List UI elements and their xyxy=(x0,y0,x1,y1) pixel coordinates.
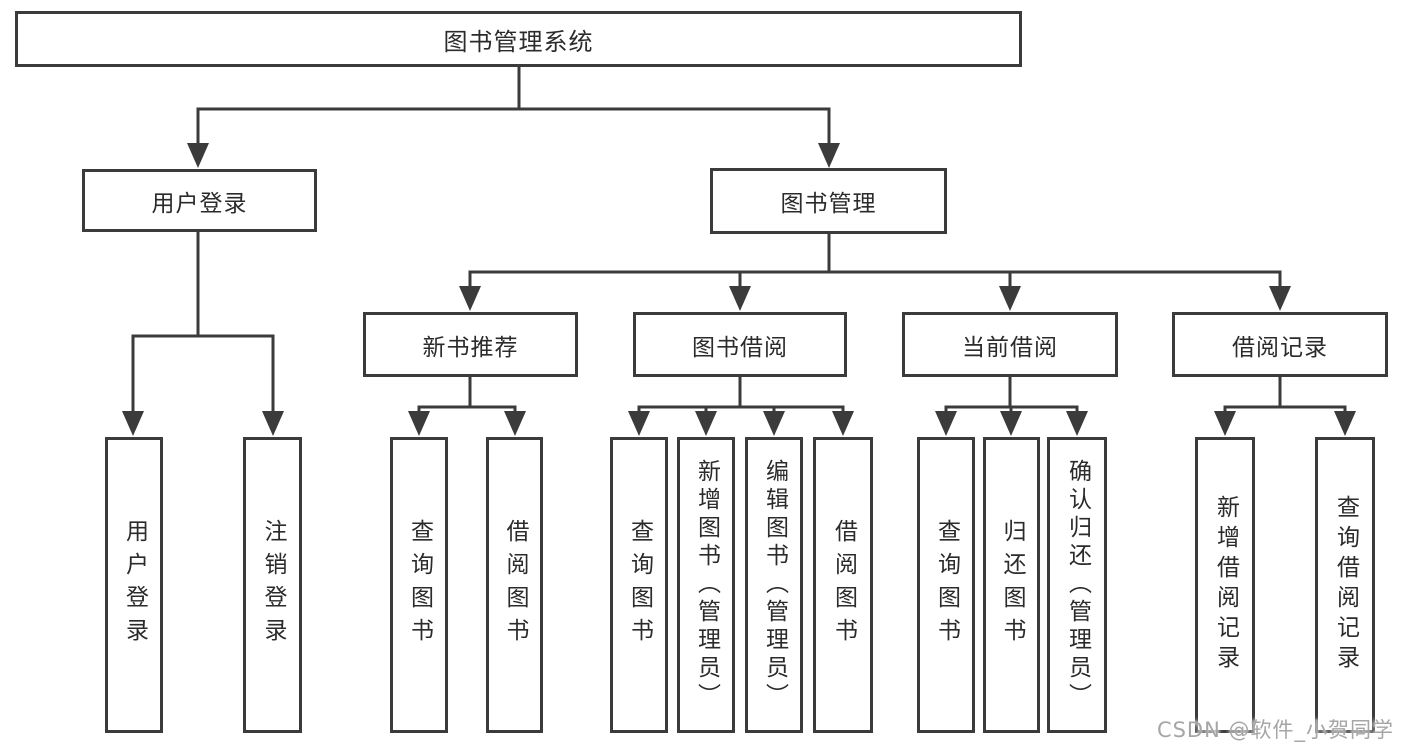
leaf-query-books-borrow: 查询图书 xyxy=(610,437,668,733)
csdn-watermark: CSDN @软件_小贺同学 xyxy=(1156,718,1394,742)
leaf-label: 确认归还（管理员） xyxy=(1064,459,1091,711)
node-book-management: 图书管理 xyxy=(710,168,947,234)
leaf-borrow-books-recommend: 借阅图书 xyxy=(486,437,543,733)
leaf-query-borrow-record: 查询借阅记录 xyxy=(1315,437,1375,733)
node-new-book-recommendation: 新书推荐 xyxy=(363,312,578,377)
leaf-label: 借阅图书 xyxy=(502,519,528,651)
arrow-down-icons xyxy=(122,143,1356,436)
leaf-label: 查询借阅记录 xyxy=(1332,495,1359,675)
leaf-label: 新增借阅记录 xyxy=(1212,495,1239,675)
node-current-borrowing: 当前借阅 xyxy=(902,312,1118,377)
node-borrowing-records: 借阅记录 xyxy=(1172,312,1388,377)
leaf-return-books: 归还图书 xyxy=(983,437,1040,733)
leaf-label: 编辑图书（管理员） xyxy=(761,459,788,711)
leaf-label: 查询图书 xyxy=(406,519,433,651)
leaf-borrow-books: 借阅图书 xyxy=(813,437,873,733)
leaf-label: 借阅图书 xyxy=(830,519,857,651)
leaf-label: 查询图书 xyxy=(626,519,653,651)
leaf-logout: 注销登录 xyxy=(243,437,302,733)
leaf-label: 查询图书 xyxy=(933,519,960,651)
leaf-add-borrow-record: 新增借阅记录 xyxy=(1195,437,1255,733)
leaf-label: 用户登录 xyxy=(121,519,148,651)
node-book-borrowing: 图书借阅 xyxy=(633,312,847,377)
node-library-management-system: 图书管理系统 xyxy=(15,11,1022,67)
leaf-label: 注销登录 xyxy=(260,519,286,651)
leaf-label: 新增图书（管理员） xyxy=(693,459,720,711)
node-user-login: 用户登录 xyxy=(82,169,317,232)
leaf-edit-books-admin: 编辑图书（管理员） xyxy=(745,437,803,733)
leaf-query-books-current: 查询图书 xyxy=(917,437,975,733)
leaf-query-books-recommend: 查询图书 xyxy=(390,437,448,733)
leaf-user-login: 用户登录 xyxy=(105,437,163,733)
leaf-label: 归还图书 xyxy=(999,519,1025,651)
leaf-add-books-admin: 新增图书（管理员） xyxy=(677,437,735,733)
leaf-confirm-return-admin: 确认归还（管理员） xyxy=(1047,437,1107,733)
